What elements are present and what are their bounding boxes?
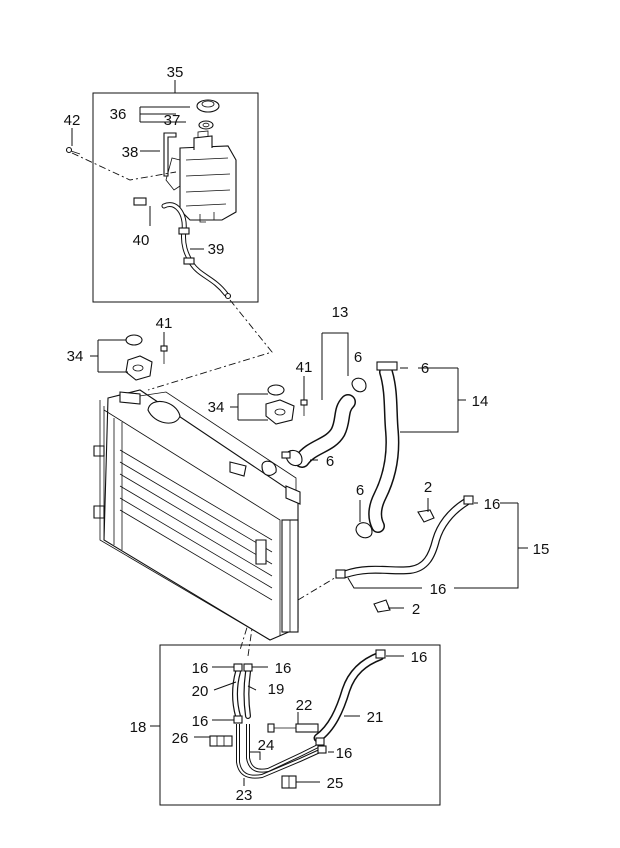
label-41-right: 41 — [296, 359, 313, 376]
label-18: 18 — [130, 719, 147, 736]
label-22: 22 — [296, 697, 313, 714]
label-42: 42 — [64, 112, 81, 129]
leader-lines — [71, 106, 528, 786]
reservoir-tank — [165, 130, 237, 223]
label-plate — [133, 197, 147, 206]
reservoir-bracket — [163, 132, 177, 177]
hose-clamp-6-d — [355, 522, 373, 539]
hose-clamp-16-c — [233, 663, 253, 724]
hose-clamp-16-b — [335, 569, 346, 579]
label-16-f: 16 — [192, 713, 209, 730]
oil-cooler-pipe-23 — [236, 724, 323, 779]
label-37: 37 — [164, 112, 181, 129]
radiator-cap-left — [125, 334, 153, 381]
hose-clamp-16-a — [463, 495, 474, 505]
label-6-d: 6 — [356, 482, 364, 499]
clip-2-a — [417, 509, 435, 523]
lower-radiator-hose — [368, 365, 400, 533]
label-25: 25 — [327, 775, 344, 792]
label-40: 40 — [133, 232, 150, 249]
label-16-b: 16 — [430, 581, 447, 598]
label-16-a: 16 — [484, 496, 501, 513]
oil-cooler-group-box — [150, 644, 441, 806]
bolt-41-left — [160, 345, 168, 364]
upper-radiator-hose — [294, 394, 356, 468]
oil-cooler-pipe-22 — [267, 723, 319, 733]
label-6-c: 6 — [421, 360, 429, 377]
retainer-clip-25 — [281, 775, 297, 789]
label-39: 39 — [208, 241, 225, 258]
radiator-cap-right — [265, 384, 295, 425]
label-16-e: 16 — [411, 649, 428, 666]
reservoir-group-box — [92, 80, 259, 303]
label-6-a: 6 — [354, 349, 362, 366]
oil-cooler-hose-20 — [232, 669, 241, 719]
label-2-b: 2 — [412, 601, 420, 618]
clip-2-b — [373, 599, 391, 613]
label-14: 14 — [472, 393, 489, 410]
label-34-right: 34 — [208, 399, 225, 416]
label-34-left: 34 — [67, 348, 84, 365]
hose-clamp-6-b — [351, 377, 367, 393]
hose-clamp-16-e — [315, 737, 327, 754]
label-16-d: 16 — [275, 660, 292, 677]
label-16-g: 16 — [336, 745, 353, 762]
oil-cooler-hose-19 — [243, 669, 251, 719]
oil-cooler-hose-21 — [313, 651, 385, 743]
label-13: 13 — [332, 304, 349, 321]
callout-labels: 35 36 37 38 40 39 42 34 41 34 41 13 6 6 … — [64, 64, 550, 804]
bypass-hose — [342, 498, 470, 578]
hose-clamp-16-d — [375, 649, 386, 659]
radiator-assembly — [93, 389, 301, 641]
retainer-clip-26 — [209, 735, 233, 747]
label-38: 38 — [122, 144, 139, 161]
label-41-left: 41 — [156, 315, 173, 332]
label-2-a: 2 — [424, 479, 432, 496]
bolt-42 — [65, 146, 81, 155]
label-36: 36 — [110, 106, 127, 123]
label-16-c: 16 — [192, 660, 209, 677]
label-26: 26 — [172, 730, 189, 747]
cap-gasket — [198, 120, 214, 130]
label-35: 35 — [167, 64, 184, 81]
hose-clamp-6-a — [281, 449, 303, 467]
label-21: 21 — [367, 709, 384, 726]
overflow-hose — [161, 202, 232, 300]
label-19: 19 — [268, 681, 285, 698]
bolt-41-right — [300, 399, 308, 416]
hose-clamp-6-c — [376, 361, 398, 371]
label-20: 20 — [192, 683, 209, 700]
label-24: 24 — [258, 737, 275, 754]
label-6-b: 6 — [326, 453, 334, 470]
label-15: 15 — [533, 541, 550, 558]
label-23: 23 — [236, 787, 253, 804]
reservoir-cap — [196, 99, 220, 113]
